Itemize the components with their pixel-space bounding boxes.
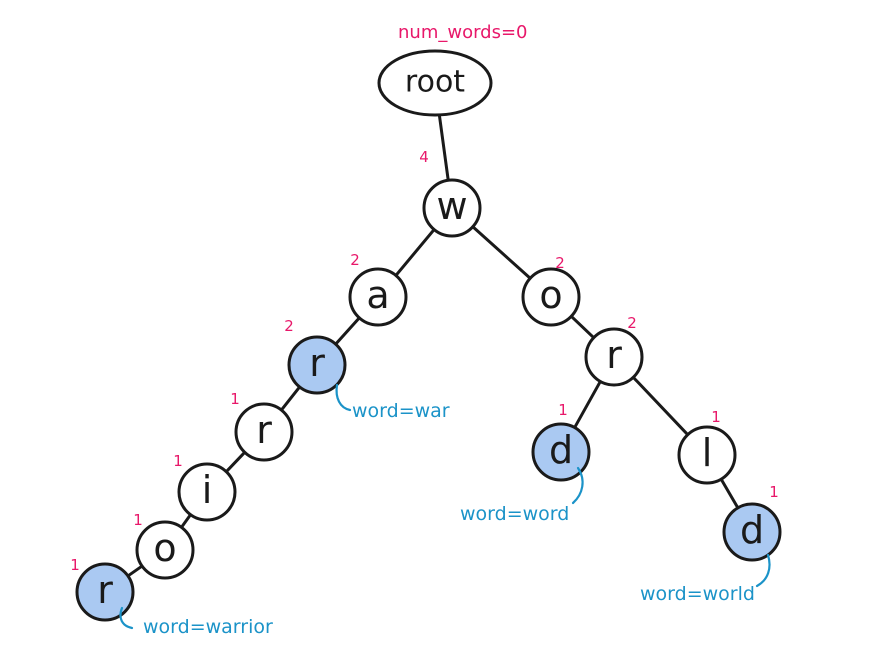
node-letter: i — [202, 468, 213, 512]
node-a: a2 — [348, 251, 408, 327]
word-labels: word=war word=word word=world word=warrior — [119, 383, 771, 638]
node-letter: o — [153, 526, 176, 570]
node-count: 1 — [230, 390, 240, 408]
word-label-r1: word=war — [352, 400, 450, 422]
node-circle — [521, 267, 581, 327]
edge-root-w — [437, 113, 450, 182]
node-circle — [348, 267, 408, 327]
node-count: 1 — [133, 511, 143, 529]
word-hook — [119, 606, 134, 630]
node-circle — [177, 462, 237, 522]
node-count: 1 — [769, 483, 779, 501]
node-letter: r — [606, 333, 622, 377]
edge-r1-r3 — [279, 385, 302, 412]
node-letter: r — [256, 408, 272, 452]
edge-a-r1 — [334, 316, 361, 346]
edge-i-o2 — [179, 513, 193, 529]
edge-w-o1 — [471, 225, 532, 280]
node-r4: r1 — [70, 556, 135, 622]
word-label-d1: word=word — [460, 503, 569, 525]
root-node-shape — [377, 49, 493, 117]
node-d2: d1 — [722, 483, 782, 562]
word-label-d2: word=world — [640, 583, 755, 605]
node-circle — [422, 178, 482, 238]
node-r1: r2 — [284, 317, 347, 395]
node-count: 2 — [555, 254, 565, 272]
node-count: 2 — [350, 251, 360, 269]
node-letter: w — [436, 184, 467, 228]
node-letter: d — [549, 428, 573, 472]
node-letter: d — [740, 508, 764, 552]
node-count: 4 — [419, 148, 429, 166]
node-circle — [584, 327, 644, 387]
edge-r2-l — [631, 375, 690, 437]
edge-w-a — [394, 228, 436, 277]
node-w: w4 — [419, 148, 482, 238]
node-i: i1 — [173, 452, 237, 522]
word-hook — [571, 466, 584, 505]
node-circle — [135, 520, 195, 580]
node-l: l1 — [677, 408, 737, 485]
node-circle — [722, 502, 782, 562]
node-letter: l — [702, 431, 713, 475]
node-count: 2 — [284, 317, 294, 335]
word-hook — [335, 383, 352, 412]
node-letter: o — [539, 273, 562, 317]
num-words-label: num_words=0 — [398, 22, 528, 43]
node-letter: a — [366, 273, 389, 317]
node-count: 1 — [711, 408, 721, 426]
node-r2: r2 — [584, 314, 644, 387]
edge-o2-r4 — [126, 564, 144, 578]
edge-r2-d1 — [573, 379, 602, 430]
node-r3: r1 — [230, 390, 294, 462]
node-letter: r — [309, 341, 325, 385]
node-o2: o1 — [133, 511, 195, 580]
node-count: 2 — [627, 314, 637, 332]
node-circle — [287, 335, 347, 395]
word-hook — [755, 553, 771, 588]
node-o1: o2 — [521, 254, 581, 327]
root-node: root — [377, 49, 493, 117]
edge-l-d2 — [719, 477, 740, 510]
node-circle — [677, 425, 737, 485]
node-count: 1 — [173, 452, 183, 470]
edge-o1-r2 — [569, 314, 596, 340]
node-circle — [531, 422, 591, 482]
node-letter: r — [97, 568, 113, 612]
node-circle — [234, 402, 294, 462]
word-label-r4: word=warrior — [143, 616, 273, 638]
node-d1: d1 — [531, 401, 591, 482]
root-node-label: root — [405, 65, 465, 100]
edges — [126, 113, 740, 578]
edge-r3-i — [224, 450, 247, 474]
node-count: 1 — [558, 401, 568, 419]
node-circle — [75, 562, 135, 622]
node-count: 1 — [70, 556, 80, 574]
